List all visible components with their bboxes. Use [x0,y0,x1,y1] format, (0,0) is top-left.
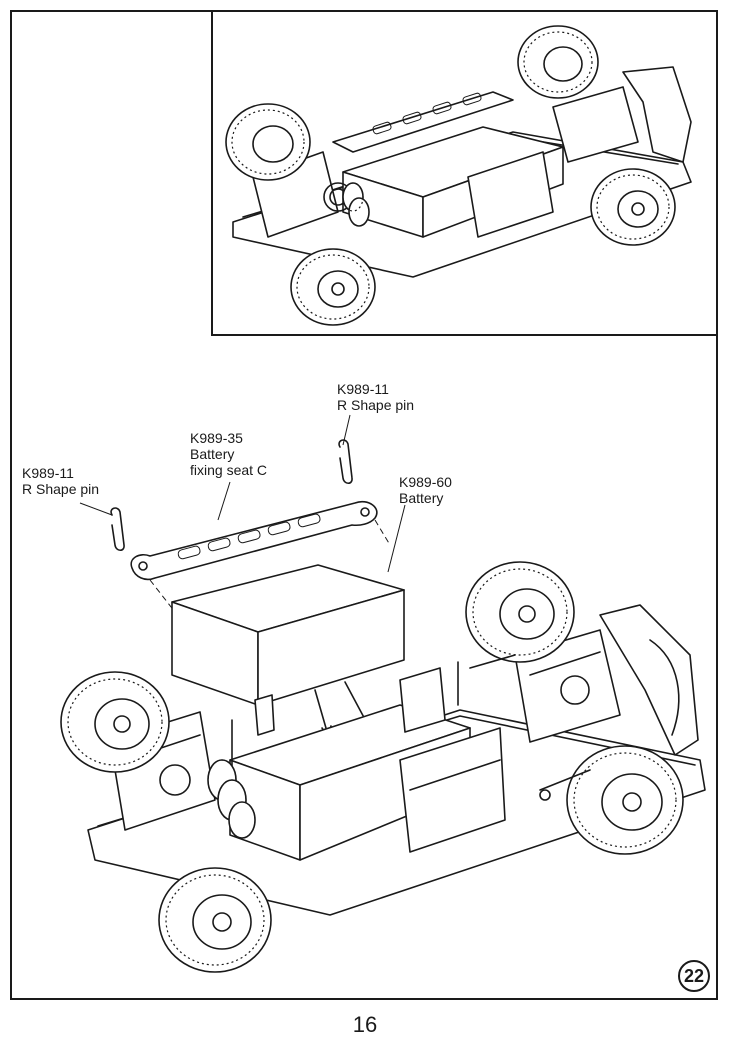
callout-pin-left: K989-11 R Shape pin [22,465,99,497]
seat-code: K989-35 [190,430,243,446]
spur-gear-stack [207,759,256,839]
callout-fixing-seat: K989-35 Battery fixing seat C [190,430,267,478]
wheel-left-front [60,671,170,773]
battery-fixing-seat [130,500,378,581]
pin-right-name: R Shape pin [337,397,415,413]
wheel-rear-right [590,168,676,246]
battery-block [171,564,405,706]
wheel-left-rear [158,867,272,973]
r-shape-pin-right-icon [338,439,353,485]
battery-code: K989-60 [399,474,452,490]
page-number: 16 [352,1012,378,1037]
assembled-chassis-illustration [225,25,692,326]
wheel-front-right [517,25,599,99]
wheel-front-left [225,103,311,181]
callout-battery: K989-60 Battery [399,474,452,506]
wheel-right-rear [566,745,684,855]
pin-left-code: K989-11 [22,465,74,481]
wheel-rear-left [290,248,376,326]
seat-name-line1: Battery [190,446,235,462]
assembled-preview-frame [211,10,718,336]
pin-left-name: R Shape pin [22,481,100,497]
r-shape-pin-left-icon [110,507,125,552]
battery-name: Battery [399,490,444,506]
wheel-right-front [465,561,575,663]
gear-stack [342,182,370,227]
seat-name-line2: fixing seat C [190,462,268,478]
step-number-badge: 22 [678,960,710,992]
pin-right-code: K989-11 [337,381,389,397]
callout-pin-right: K989-11 R Shape pin [337,381,414,413]
